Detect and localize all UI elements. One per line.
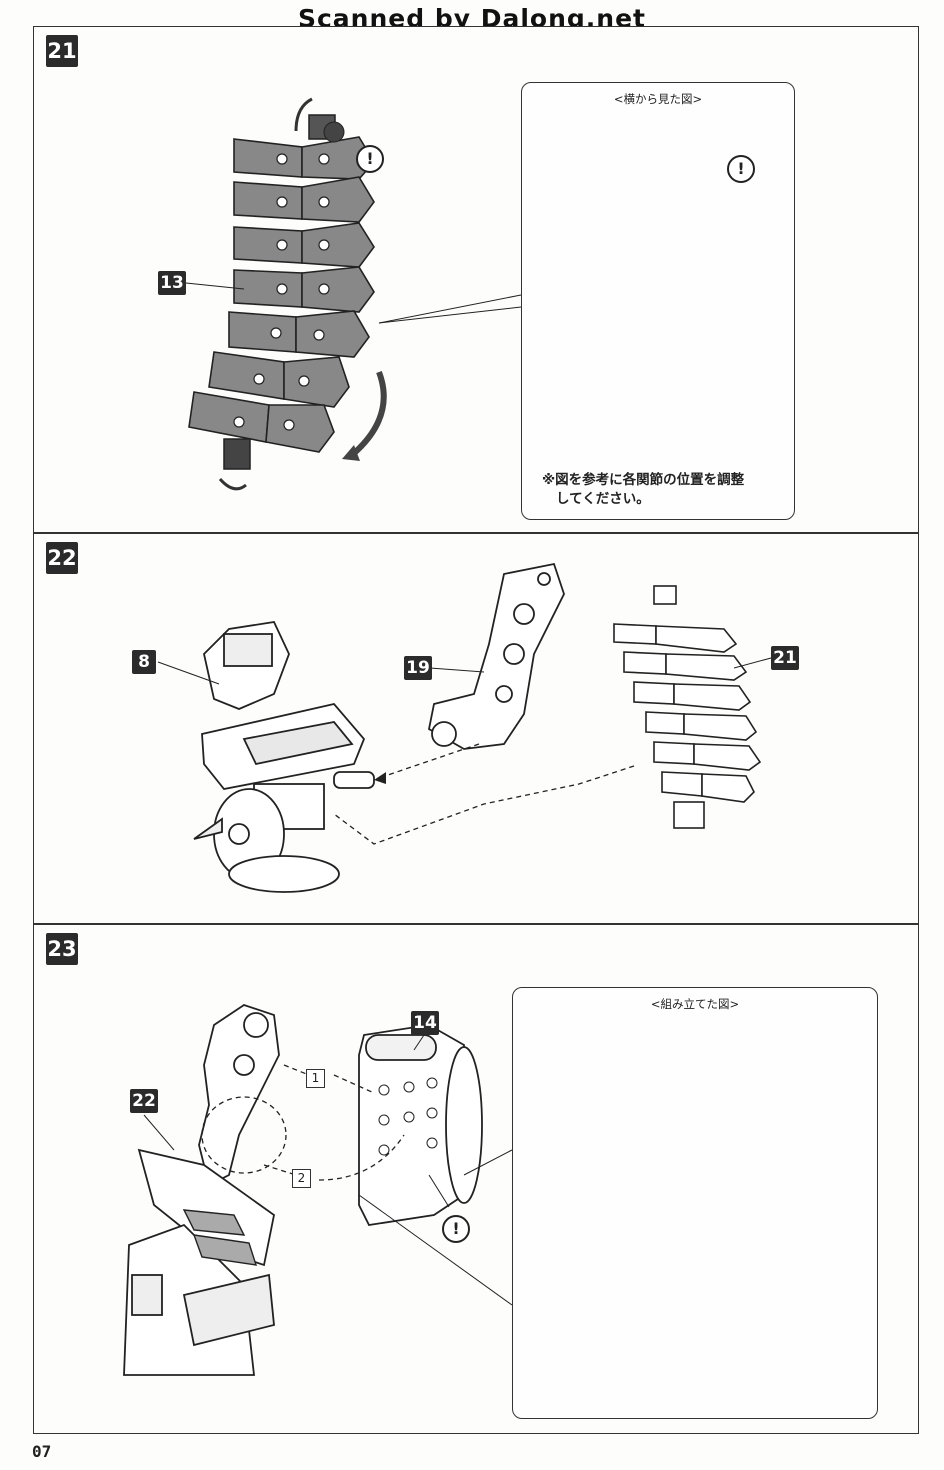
caution-icon: ! [442, 1215, 470, 1243]
part-callout-19: 19 [404, 656, 432, 680]
side-view-inset: <横から見た図> ! ※図を参考に各関節の位置を調整 してください。 [521, 82, 795, 520]
inset-title: <組み立てた図> [650, 997, 740, 1011]
inset-title: <横から見た図> [613, 92, 703, 106]
step-21-panel: 21 [33, 26, 919, 533]
order-mark-1: 1 [306, 1069, 325, 1088]
caution-icon: ! [356, 145, 384, 173]
adjustment-note-line1: ※図を参考に各関節の位置を調整 [542, 472, 745, 488]
part-callout-22: 22 [130, 1089, 158, 1113]
order-mark-2: 2 [292, 1169, 311, 1188]
page-number: 07 [32, 1442, 52, 1461]
part-callout-13: 13 [158, 271, 186, 295]
part-callout-14: 14 [411, 1011, 439, 1035]
step-number-badge: 22 [46, 542, 78, 574]
step-number-badge: 21 [46, 35, 78, 67]
part-callout-21: 21 [771, 646, 799, 670]
adjustment-note-line2: してください。 [556, 491, 650, 507]
step-23-panel: 23 [33, 924, 919, 1434]
part-callout-8: 8 [132, 650, 156, 674]
step-number-badge: 23 [46, 933, 78, 965]
step-22-panel: 22 [33, 533, 919, 924]
assembled-view-inset: <組み立てた図> [512, 987, 878, 1419]
caution-icon: ! [727, 155, 755, 183]
assembly-illustration [157, 562, 772, 893]
